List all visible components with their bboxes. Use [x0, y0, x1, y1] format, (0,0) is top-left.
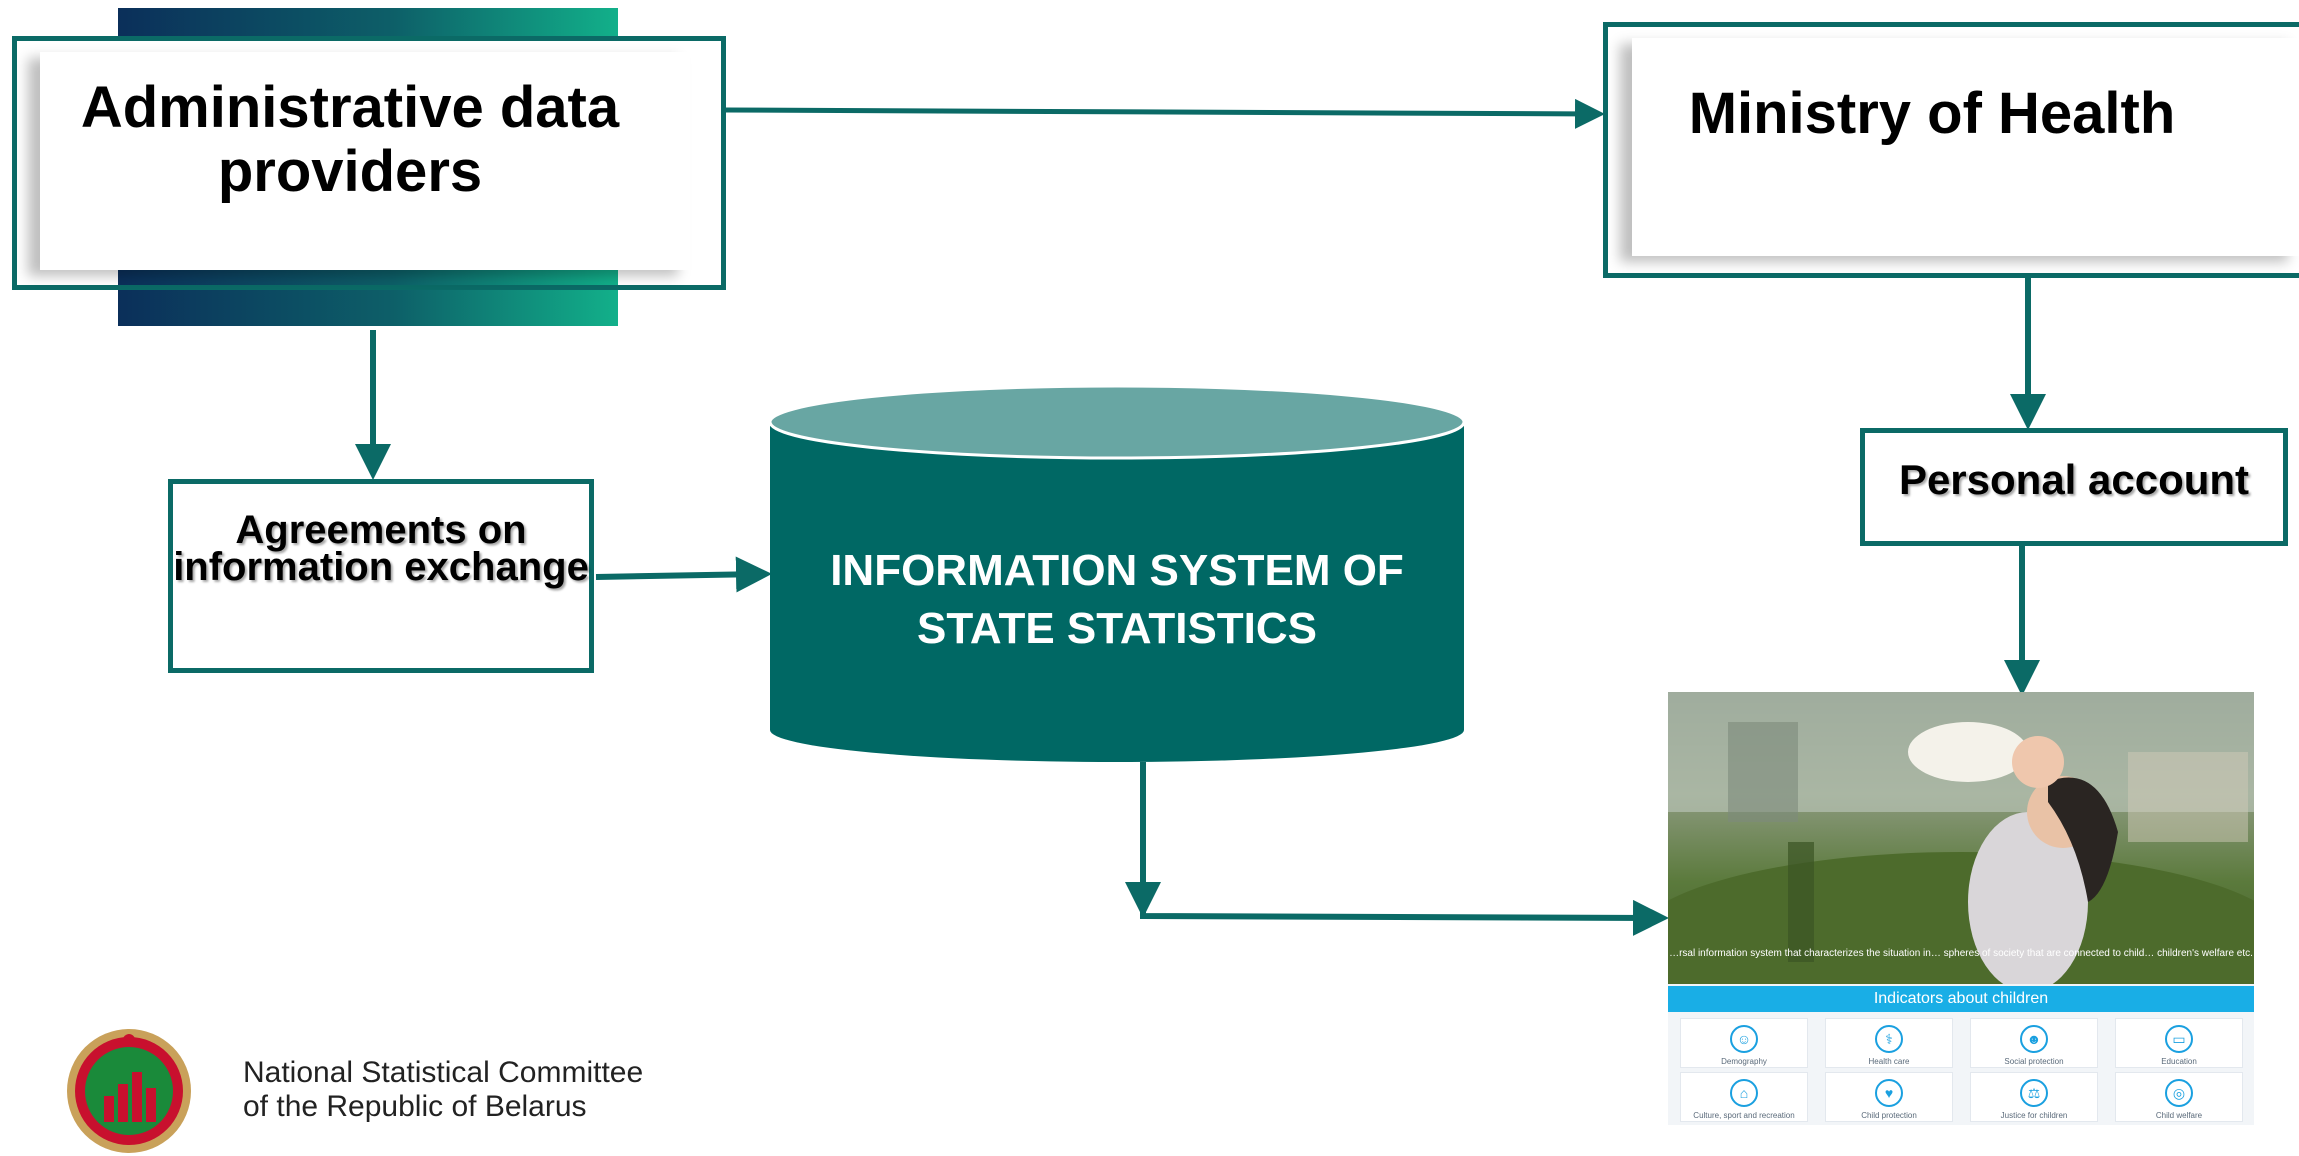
database-cylinder — [768, 384, 1466, 762]
ministry-title: Ministry of Health — [1688, 81, 2176, 146]
portal-caption: …rsal information system that characteri… — [1669, 948, 2253, 959]
museum-icon: ⌂ — [1730, 1079, 1758, 1107]
arrow-system-to-portal — [1140, 762, 1669, 936]
hands-heart-icon: ♥ — [1875, 1079, 1903, 1107]
tile-child-protection[interactable]: ♥ Child protection — [1825, 1072, 1953, 1122]
tile-justice-for-children[interactable]: ⚖ Justice for children — [1970, 1072, 2098, 1122]
arrow-adp-to-ministry — [725, 98, 1605, 129]
belstat-emblem-logo — [67, 1029, 191, 1153]
arrow-agreements-to-system — [595, 556, 772, 593]
photo-illustration — [1668, 692, 2254, 1032]
information-system-line1: INFORMATION SYSTEM OF — [830, 546, 1404, 595]
organization-line2: of the Republic of Belarus — [243, 1090, 587, 1123]
family-icon: ☻ — [2020, 1025, 2048, 1053]
tile-child-welfare[interactable]: ◎ Child welfare — [2115, 1072, 2243, 1122]
people-icon: ☺ — [1730, 1025, 1758, 1053]
children-portal-screenshot: …rsal information system that characteri… — [1668, 692, 2254, 1125]
personal-account-title: Personal account — [1898, 456, 2250, 503]
hand-coin-icon: ◎ — [2165, 1079, 2193, 1107]
justice-icon: ⚖ — [2020, 1079, 2048, 1107]
tile-demography[interactable]: ☺ Demography — [1680, 1018, 1808, 1068]
organization-name: National Statistical Committee of the Re… — [243, 1056, 643, 1124]
connector-arrows — [355, 98, 2046, 936]
tile-culture-sport-recreation[interactable]: ⌂ Culture, sport and recreation — [1680, 1072, 1808, 1122]
information-system-line2: STATE STATISTICS — [916, 604, 1318, 653]
medical-icon: ⚕ — [1875, 1025, 1903, 1053]
administrative-box-frame — [12, 36, 726, 290]
tile-health-care[interactable]: ⚕ Health care — [1825, 1018, 1953, 1068]
agreements-box — [168, 479, 594, 673]
ministry-box-frame — [1603, 22, 2299, 278]
tile-social-protection[interactable]: ☻ Social protection — [1970, 1018, 2098, 1068]
decorative-gradient-bar-top — [118, 8, 618, 38]
mother-child-photo — [1668, 692, 2254, 1032]
personal-account-box — [1860, 428, 2288, 546]
ministry-box — [1632, 38, 2299, 256]
organization-line1: National Statistical Committee — [243, 1056, 644, 1089]
administrative-box — [40, 52, 690, 270]
tile-education[interactable]: ▭ Education — [2115, 1018, 2243, 1068]
information-system-label: INFORMATION SYSTEM OF STATE STATISTICS — [770, 542, 1464, 658]
book-icon: ▭ — [2165, 1025, 2193, 1053]
decorative-gradient-bar-bottom — [118, 270, 618, 326]
indicators-band[interactable]: Indicators about children — [1668, 986, 2254, 1012]
agreements-title: Agreements on information exchange — [173, 508, 589, 589]
administrative-title: Administrative data providers — [80, 75, 620, 204]
